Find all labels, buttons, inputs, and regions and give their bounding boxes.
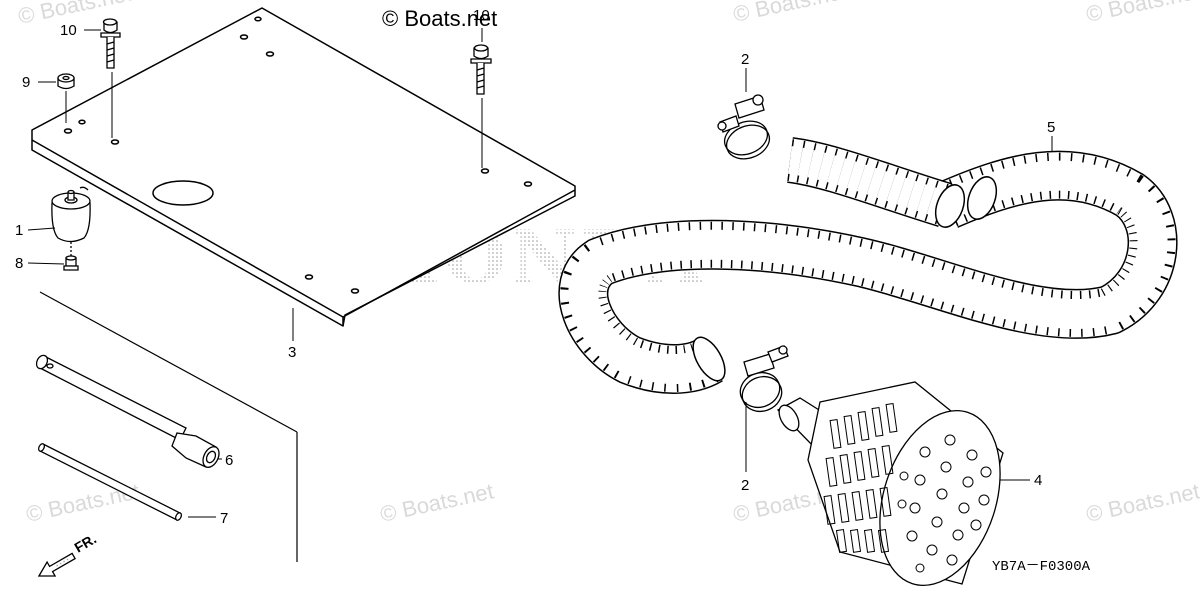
watermark-text: © Boats.net xyxy=(1084,0,1200,27)
nut-part-9 xyxy=(57,73,75,90)
callout-9: 9 xyxy=(22,74,30,91)
callout-10-right: 10 xyxy=(473,7,490,24)
callout-3: 3 xyxy=(288,344,296,361)
watermark-text: © Boats.net xyxy=(1084,478,1200,526)
callout-leaders xyxy=(27,28,1053,518)
callout-8: 8 xyxy=(15,255,23,272)
bolt-part-10-left xyxy=(100,18,121,69)
diagram-code: YB7A－F0300A xyxy=(992,559,1091,575)
callout-2-top: 2 xyxy=(741,51,749,68)
bolt-part-10-right xyxy=(470,44,492,95)
callout-1: 1 xyxy=(15,222,23,239)
watermark-text: © Boats.net xyxy=(378,478,496,526)
callout-labels: 10 10 9 1 8 3 2 2 5 4 6 7 xyxy=(15,7,1055,527)
screw-part-8 xyxy=(63,242,79,271)
base-plate xyxy=(31,7,576,327)
tool-leader-lines xyxy=(39,291,298,562)
watermark-top-text: © Boats.net xyxy=(382,6,497,31)
front-arrow-icon xyxy=(37,552,76,577)
hose-clamp-part-2-top xyxy=(717,94,771,160)
rod-part-7 xyxy=(37,443,183,521)
front-marker: FR. xyxy=(72,530,100,555)
hose-clamp-part-2-bottom xyxy=(739,345,789,413)
callout-5: 5 xyxy=(1047,119,1055,136)
hose-part-5 xyxy=(558,137,1178,394)
callout-10-left: 10 xyxy=(60,22,77,39)
callout-6: 6 xyxy=(225,452,233,469)
watermark-text: © Boats.net xyxy=(731,0,849,27)
rubber-foot-part-1 xyxy=(51,186,91,243)
strainer-part-4 xyxy=(776,381,1004,586)
callout-7: 7 xyxy=(220,510,228,527)
tool-handle-part-6 xyxy=(35,354,220,468)
callout-2-bottom: 2 xyxy=(741,477,749,494)
callout-4: 4 xyxy=(1034,472,1042,489)
